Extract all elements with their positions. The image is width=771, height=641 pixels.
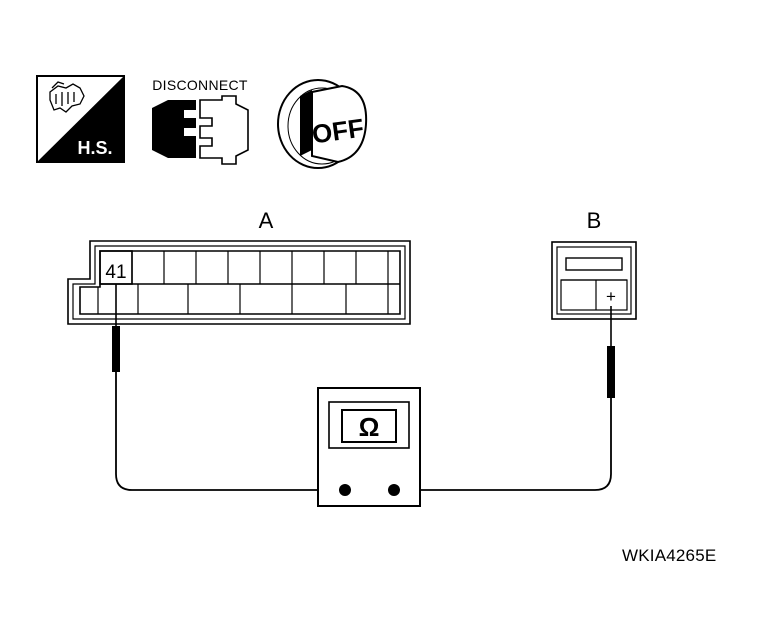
connector-disconnect-icon: DISCONNECT [152, 77, 249, 165]
ignition-key-off-icon: OFF [277, 79, 368, 169]
connector-b-label: B [587, 208, 602, 233]
connector-b [551, 241, 637, 320]
terminal-plus-label: + [606, 287, 616, 306]
connector-a-label: A [259, 208, 274, 233]
terminal-41-label: 41 [105, 262, 126, 283]
hs-icon-label: H.S. [77, 138, 112, 158]
harness-sensor-icon: H.S. [36, 75, 125, 163]
probe-lead-b [394, 306, 615, 491]
probe-lead-a [112, 284, 345, 491]
meter-terminal-right [388, 484, 400, 496]
connector-a [67, 240, 411, 325]
disconnect-icon-label: DISCONNECT [152, 77, 248, 93]
ohm-symbol: Ω [359, 412, 380, 442]
ohmmeter-icon: Ω [317, 387, 421, 507]
ignition-off-label: OFF [310, 113, 366, 150]
figure-code: WKIA4265E [622, 546, 717, 565]
meter-terminal-left [339, 484, 351, 496]
